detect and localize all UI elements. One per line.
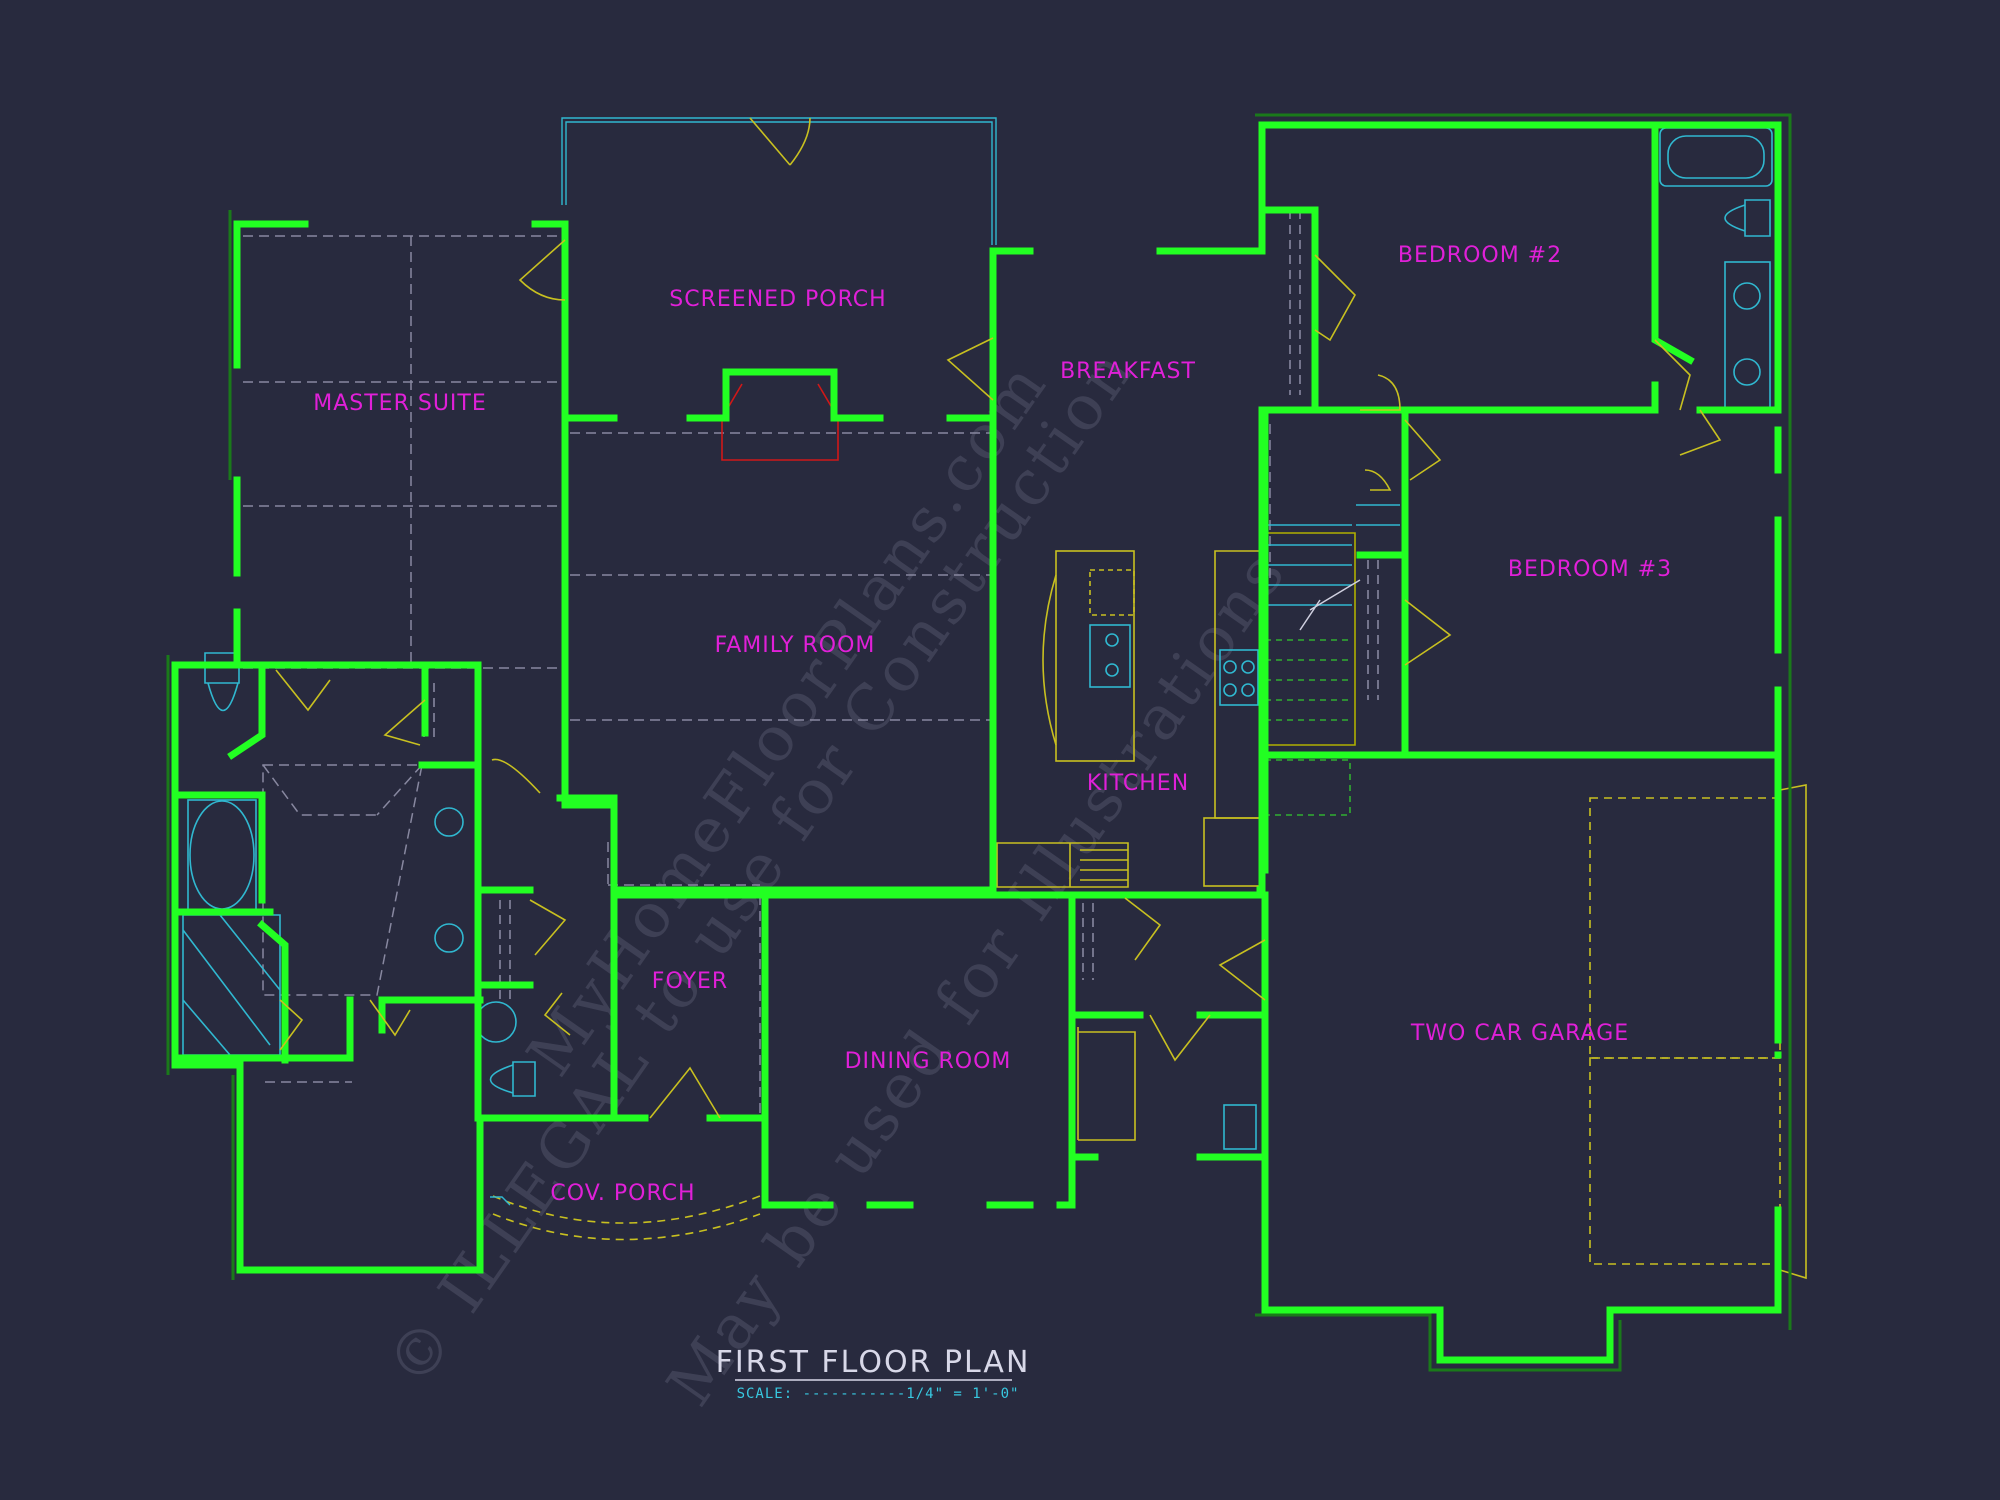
kitchen-sink-icon (1089, 624, 1131, 688)
label-family-room: FAMILY ROOM (715, 633, 876, 658)
wall-hatch (166, 113, 1792, 1372)
label-two-car-garage: TWO CAR GARAGE (1410, 1021, 1629, 1046)
door-swing (946, 337, 994, 401)
fireplace (721, 383, 839, 461)
label-breakfast: BREAKFAST (1060, 359, 1196, 384)
label-foyer: FOYER (652, 969, 728, 994)
door-swing (529, 899, 567, 956)
garage-parking-right (1589, 1057, 1781, 1265)
toilet-icon (1724, 199, 1771, 237)
thin-outlines (490, 117, 997, 1206)
sink-icon (1733, 282, 1761, 310)
door-swing (1654, 339, 1691, 411)
door-swing (543, 992, 571, 1036)
cabinetry (492, 532, 1807, 1280)
sink-icon (475, 1001, 517, 1043)
label-cov-porch: COV. PORCH (550, 1181, 695, 1206)
title-block: FIRST FLOOR PLAN SCALE: -----------1/4" … (716, 1345, 1031, 1402)
door-swing (1314, 254, 1356, 342)
door-swing (383, 699, 426, 746)
door-swing (1404, 419, 1442, 481)
room-labels: SCREENED PORCH MASTER SUITE BREAKFAST FA… (313, 243, 1672, 1206)
door-swing (1149, 1014, 1211, 1062)
kitchen-island (1055, 550, 1135, 762)
plan-scale: SCALE: -----------1/4" = 1'-0" (737, 1386, 1020, 1402)
label-master-suite: MASTER SUITE (313, 391, 487, 416)
doors (275, 117, 1722, 1119)
door-swing (1360, 374, 1401, 411)
plan-title: FIRST FLOOR PLAN (716, 1345, 1031, 1380)
label-screened-porch: SCREENED PORCH (669, 287, 886, 312)
staircase (1268, 504, 1400, 631)
garage-parking-left (1589, 797, 1781, 1059)
door-swing (1218, 939, 1266, 1001)
door-swing (1404, 599, 1452, 666)
sink-icon (434, 807, 464, 837)
label-bedroom-2: BEDROOM #2 (1398, 243, 1562, 268)
door-swing (1364, 469, 1392, 491)
door-swing (649, 1066, 721, 1119)
door-swing (518, 239, 566, 301)
toilet-icon (489, 1061, 536, 1097)
hidden-lines (243, 235, 1271, 1115)
door-swing (1124, 897, 1162, 961)
door-swing (749, 117, 811, 166)
door-swing (279, 999, 304, 1051)
label-bedroom-3: BEDROOM #3 (1508, 557, 1672, 582)
label-kitchen: KITCHEN (1087, 771, 1189, 796)
door-swing (491, 758, 541, 794)
watermark-line-3: May be used for Illustrations (652, 536, 1300, 1418)
walls (171, 121, 1782, 1364)
sink-icon (434, 923, 464, 953)
door-swing (1679, 409, 1722, 456)
sink-icon (1733, 358, 1761, 386)
watermark: © ILLEGAL to use for Construction MyHome… (372, 334, 1300, 1419)
label-dining-room: DINING ROOM (845, 1049, 1012, 1074)
door-swing (275, 669, 331, 712)
tub-icon (189, 800, 255, 910)
door-swing (369, 999, 411, 1037)
